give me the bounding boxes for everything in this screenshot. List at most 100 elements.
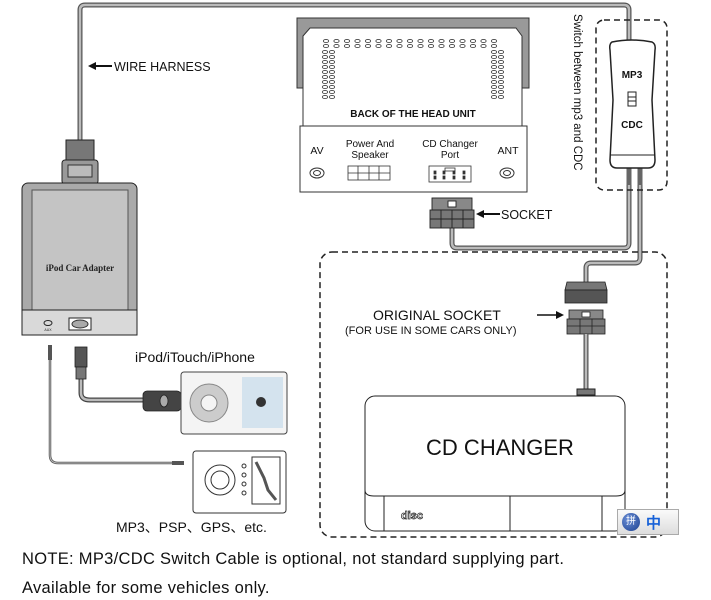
vent-hole [385,43,393,49]
vent-hole [328,64,336,70]
av-label: AV [310,145,323,157]
vent-hole [459,38,466,44]
vent-hole [364,38,372,44]
vent-hole [427,43,435,49]
socket-arrow [476,210,500,218]
adapter-label: iPod Car Adapter [46,263,114,273]
vent-hole [490,74,498,80]
mp3-label: MP3、PSP、GPS、etc. [116,519,267,535]
vent-hole [375,38,382,44]
av-jack [309,167,325,179]
vent-hole [448,38,456,44]
vent-hole [469,38,477,44]
vent-hole [322,38,330,44]
mp3-device [192,450,287,514]
vent-hole [469,43,477,49]
vent-hole [459,43,466,49]
apple-logo-icon [256,397,266,407]
vent-hole [333,43,340,49]
switch-mp3-label: MP3 [622,70,643,81]
cd-changer-label: CD CHANGER [426,435,574,460]
note-line-2: Available for some vehicles only. [22,579,270,597]
vent-hole [490,64,498,70]
vent-hole [328,94,336,100]
vent-hole [321,84,329,90]
vent-hole [328,59,336,65]
vent-hole [497,89,505,95]
vent-hole [490,54,498,60]
vent-hole [497,94,505,100]
vent-hole [396,43,403,49]
vent-hole [354,43,361,49]
vent-hole [417,43,424,49]
vent-hole [490,59,498,65]
vent-hole [490,69,498,75]
mp3-cdc-switch: MP3 CDC [609,39,656,185]
vent-hole [427,38,435,44]
vent-hole [396,38,403,44]
ipod-car-adapter: iPod Car Adapter AUX [21,139,138,336]
vent-hole [497,49,505,55]
vent-hole [448,43,456,49]
switch-caption: Switch between mp3 and CDC [571,14,583,171]
socket-label: SOCKET [501,208,553,222]
vent-hole [322,43,330,49]
vent-hole [321,79,329,85]
vent-hole [354,38,361,44]
head-unit-label: BACK OF THE HEAD UNIT [350,109,476,120]
vent-hole [364,43,372,49]
wire-harness-label: WIRE HARNESS [114,60,211,74]
ime-toolbar[interactable]: 拼 中 [617,509,679,535]
ime-logo-icon[interactable]: 拼 [622,513,640,531]
vent-hole [385,38,393,44]
vent-hole [497,59,505,65]
vent-hole [497,84,505,90]
head-unit: BACK OF THE HEAD UNIT AV Power And Speak… [296,17,530,193]
vent-hole [333,38,340,44]
vent-hole [490,84,498,90]
vent-hole [480,38,487,44]
vent-hole [321,69,329,75]
vent-hole [438,38,445,44]
vent-hole [328,74,336,80]
note-line-1: NOTE: MP3/CDC Switch Cable is optional, … [22,550,565,568]
socket-connector [429,197,475,229]
vent-hole [497,54,505,60]
power-speaker-label-2: Speaker [351,150,389,161]
original-socket-label: ORIGINAL SOCKET [373,307,501,323]
aux-label: AUX [44,328,52,332]
vent-hole [490,94,498,100]
vent-hole [321,74,329,80]
switch-cdc-label: CDC [621,120,643,131]
ant-jack [499,167,515,179]
vent-hole [343,43,351,49]
usb-dock-plug [74,346,182,412]
compact-disc-logo: disc [401,510,423,522]
vent-hole [328,69,336,75]
vent-hole [321,64,329,70]
switch-dashed-box [595,19,668,191]
vent-hole [406,38,414,44]
ime-language-toggle[interactable]: 中 [646,514,662,532]
vent-hole [490,43,498,49]
vent-hole [321,54,329,60]
vent-hole [328,49,336,55]
power-speaker-label-1: Power And [346,139,394,150]
vent-hole [490,89,498,95]
vent-hole [497,79,505,85]
vent-hole [406,43,414,49]
vent-hole [321,94,329,100]
vent-hole [490,38,498,44]
cd-changer-dashed-box [319,251,668,538]
vent-hole [328,79,336,85]
vent-hole [438,43,445,49]
cd-changer: CD CHANGER disc [364,395,626,532]
power-speaker-port [347,165,391,181]
vent-hole [321,49,329,55]
cd-port-label-1: CD Changer [422,139,478,150]
ipod-device [180,371,288,435]
vent-hole [375,43,382,49]
original-socket-note: (FOR USE IN SOME CARS ONLY) [345,325,517,337]
vent-hole [328,89,336,95]
vent-hole [497,69,505,75]
